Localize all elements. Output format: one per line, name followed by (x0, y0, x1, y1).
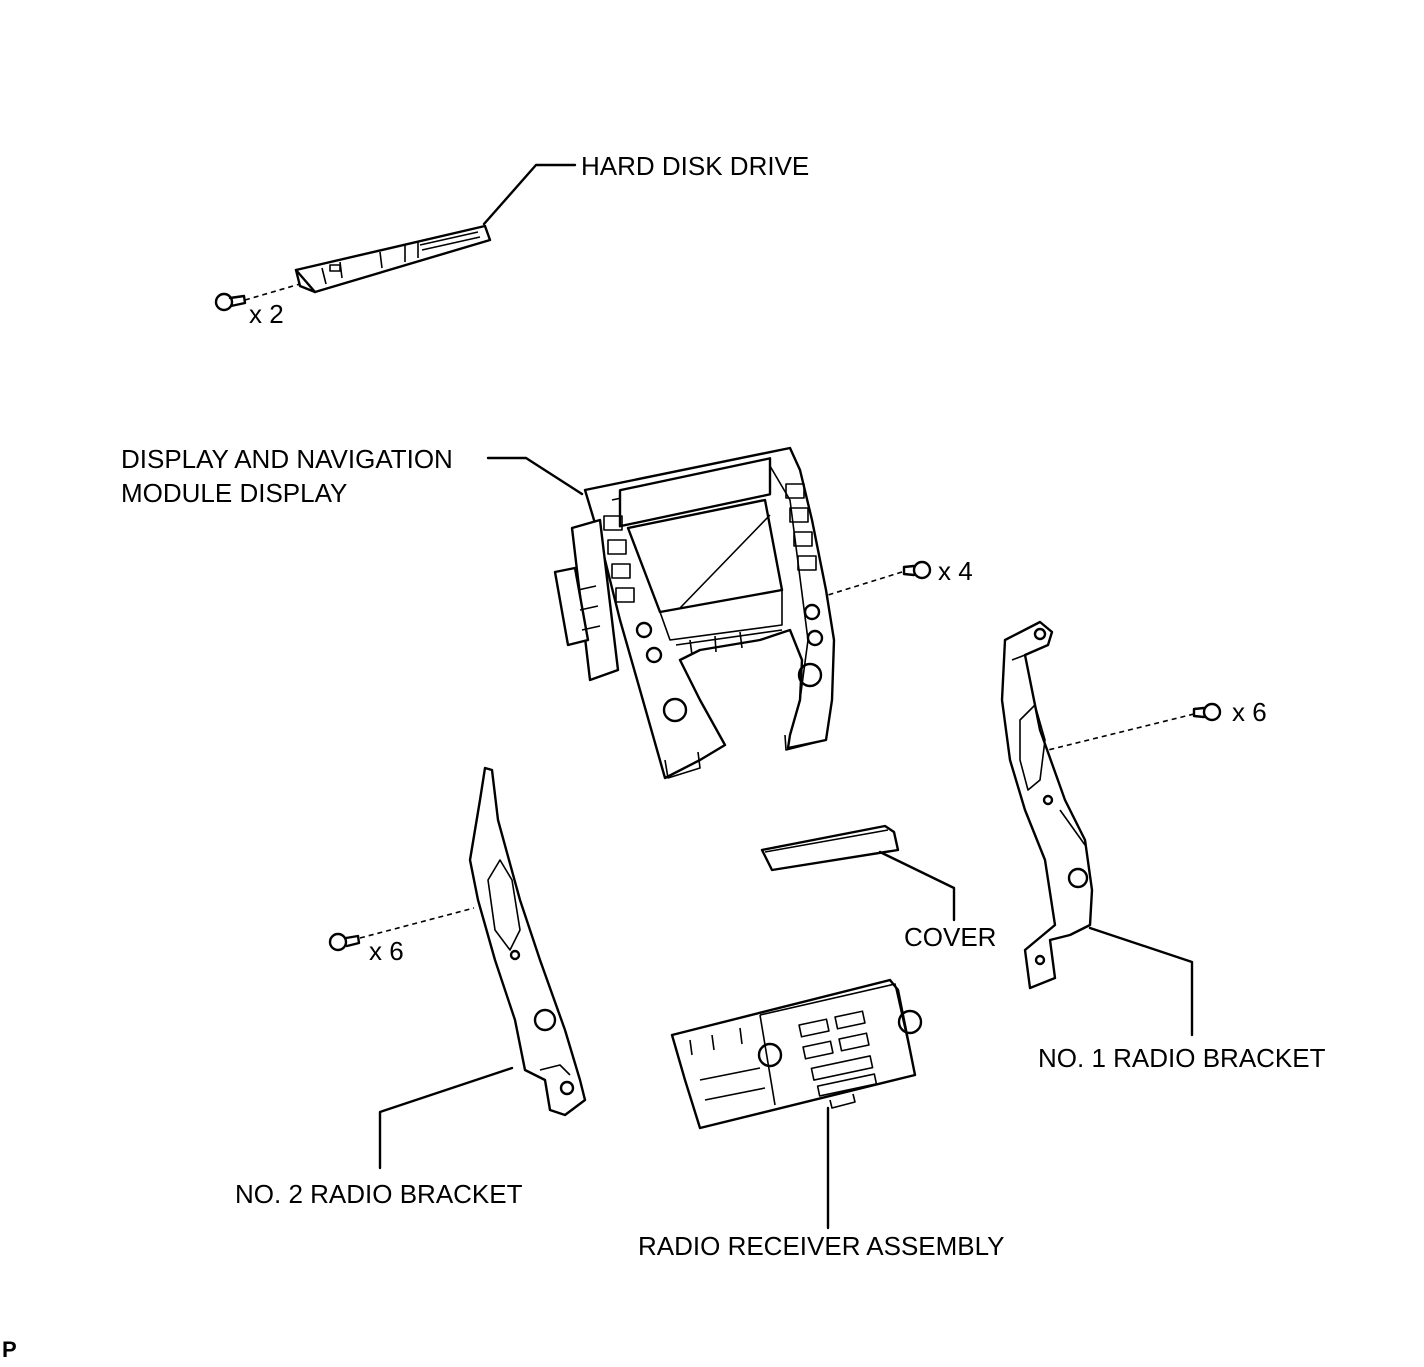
hard-disk-drive-part (294, 224, 492, 294)
label-display-screw-count: x 4 (938, 556, 973, 586)
hdd-leader-line (482, 163, 577, 226)
no1-radio-bracket-part (1000, 620, 1094, 990)
hdd-screw-icon (214, 292, 247, 312)
no1-bracket-screw-icon (1192, 702, 1222, 722)
no1-bracket-leader-line (1088, 926, 1194, 1037)
label-hard-disk-drive: HARD DISK DRIVE (581, 151, 810, 181)
label-display-navigation-line1: DISPLAY AND NAVIGATION (121, 444, 453, 474)
cover-leader-line (878, 850, 956, 922)
no2-bracket-leader-line (378, 1066, 514, 1170)
label-radio-receiver-assembly: RADIO RECEIVER ASSEMBLY (638, 1231, 1005, 1261)
display-screw-icon (902, 560, 932, 580)
label-no1-bracket-screw-count: x 6 (1232, 697, 1267, 727)
display-leader-line (486, 456, 584, 496)
label-display-navigation-line2: MODULE DISPLAY (121, 478, 348, 508)
no2-radio-bracket-part (468, 766, 587, 1117)
label-no2-bracket-screw-count: x 6 (369, 936, 404, 966)
no2-bracket-screw-icon (328, 932, 361, 952)
label-no1-radio-bracket: NO. 1 RADIO BRACKET (1038, 1043, 1326, 1073)
cover-part (760, 824, 900, 872)
radio-receiver-assembly-part (670, 978, 923, 1130)
display-navigation-module-part (553, 446, 836, 780)
corner-mark: P (2, 1337, 17, 1362)
label-cover: COVER (904, 922, 997, 952)
label-no2-radio-bracket: NO. 2 RADIO BRACKET (235, 1179, 523, 1209)
label-hdd-screw-count: x 2 (249, 299, 284, 329)
